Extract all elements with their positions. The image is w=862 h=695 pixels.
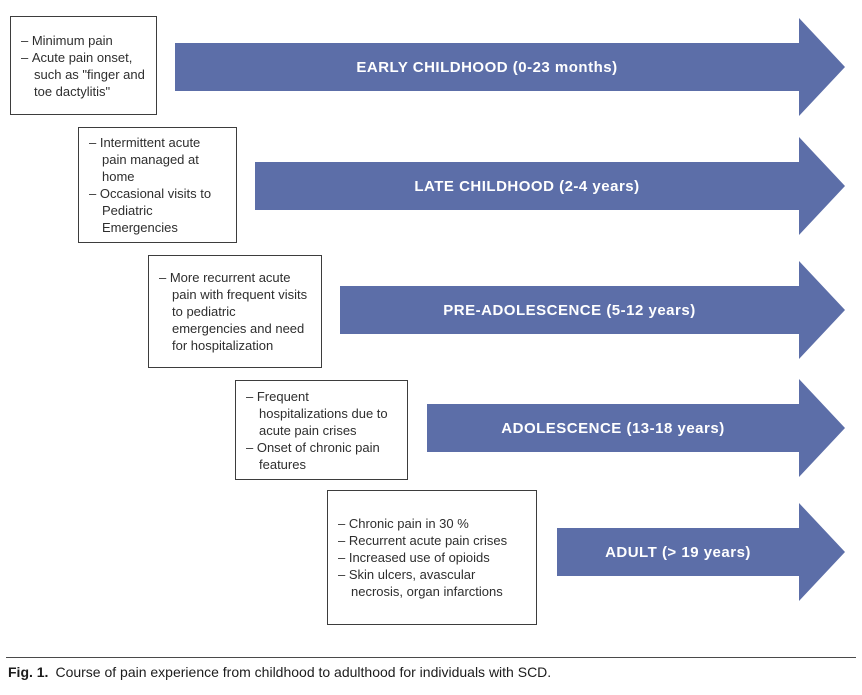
stage-arrow-late-childhood: LATE CHILDHOOD (2-4 years) xyxy=(255,137,845,235)
bullet-item: Skin ulcers, avascular necrosis, organ i… xyxy=(338,566,528,600)
bullet-item: Chronic pain in 30 % xyxy=(338,515,528,532)
stage-label-early-childhood: EARLY CHILDHOOD (0-23 months) xyxy=(356,58,618,76)
right-arrow-icon xyxy=(175,18,845,116)
right-arrow-icon xyxy=(255,137,845,235)
bullet-item: Acute pain onset, such as "finger and to… xyxy=(21,49,148,100)
stage-label-late-childhood: LATE CHILDHOOD (2-4 years) xyxy=(414,177,640,195)
stage-label-adult: ADULT (> 19 years) xyxy=(605,543,751,561)
note-box-early-childhood: Minimum pain Acute pain onset, such as "… xyxy=(10,16,157,115)
bullet-item: Frequent hospitalizations due to acute p… xyxy=(246,388,399,439)
figure-number-label: Fig. 1. xyxy=(8,664,49,680)
note-box-pre-adolescence: More recurrent acute pain with frequent … xyxy=(148,255,322,368)
stage-arrow-early-childhood: EARLY CHILDHOOD (0-23 months) xyxy=(175,18,845,116)
stage-arrow-adult: ADULT (> 19 years) xyxy=(557,503,845,601)
note-box-adolescence: Frequent hospitalizations due to acute p… xyxy=(235,380,408,480)
bullet-item: Onset of chronic pain features xyxy=(246,439,399,473)
bullet-item: Occasional visits to Pediatric Emergenci… xyxy=(89,185,228,236)
right-arrow-icon xyxy=(427,379,845,477)
stage-arrow-pre-adolescence: PRE-ADOLESCENCE (5-12 years) xyxy=(340,261,845,359)
stage-label-pre-adolescence: PRE-ADOLESCENCE (5-12 years) xyxy=(443,301,696,319)
bullet-item: Recurrent acute pain crises xyxy=(338,532,528,549)
stage-label-adolescence: ADOLESCENCE (13-18 years) xyxy=(501,419,725,437)
figure-caption-text: Course of pain experience from childhood… xyxy=(55,664,552,680)
bullet-item: Increased use of opioids xyxy=(338,549,528,566)
right-arrow-icon xyxy=(557,503,845,601)
note-box-adult: Chronic pain in 30 % Recurrent acute pai… xyxy=(327,490,537,625)
note-box-late-childhood: Intermittent acute pain managed at home … xyxy=(78,127,237,243)
figure-caption: Fig. 1. Course of pain experience from ch… xyxy=(8,664,854,680)
bullet-item: Minimum pain xyxy=(21,32,148,49)
caption-divider xyxy=(6,657,856,658)
right-arrow-icon xyxy=(340,261,845,359)
bullet-item: Intermittent acute pain managed at home xyxy=(89,134,228,185)
bullet-item: More recurrent acute pain with frequent … xyxy=(159,269,313,354)
stage-arrow-adolescence: ADOLESCENCE (13-18 years) xyxy=(427,379,845,477)
